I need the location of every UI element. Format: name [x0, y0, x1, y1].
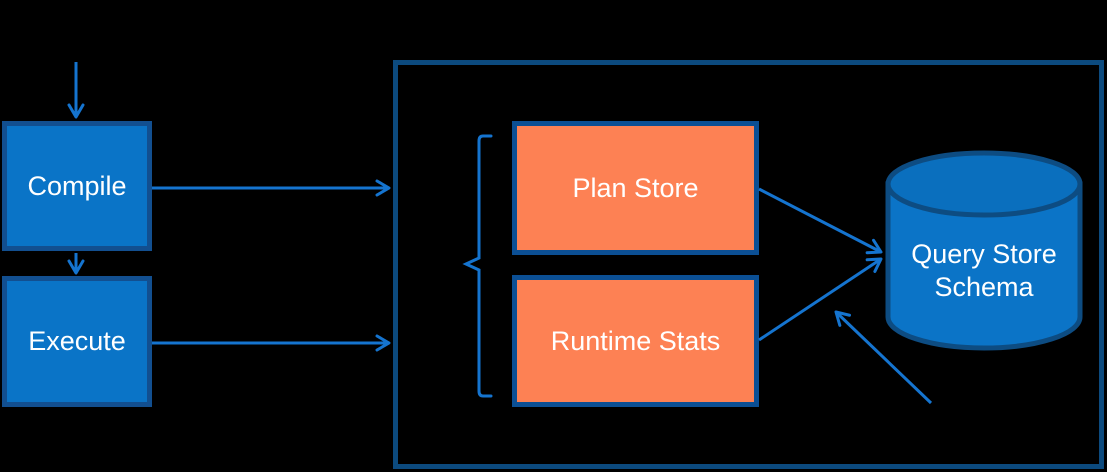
- query-store-container-box: [393, 60, 1104, 469]
- runtime-stats-node-label: Runtime Stats: [550, 325, 721, 356]
- execute-node: Execute: [2, 276, 152, 407]
- compile-node-label: Compile: [27, 170, 127, 201]
- query-store-schema-label-line1: Query Store: [911, 239, 1057, 269]
- query-store-schema-label: Query Store Schema: [888, 238, 1080, 304]
- plan-store-node-label: Plan Store: [572, 172, 699, 203]
- plan-store-node: Plan Store: [512, 121, 759, 255]
- compile-node: Compile: [2, 121, 152, 251]
- query-store-schema-label-line2: Schema: [934, 272, 1034, 302]
- runtime-stats-node: Runtime Stats: [512, 275, 759, 407]
- execute-node-label: Execute: [28, 326, 126, 356]
